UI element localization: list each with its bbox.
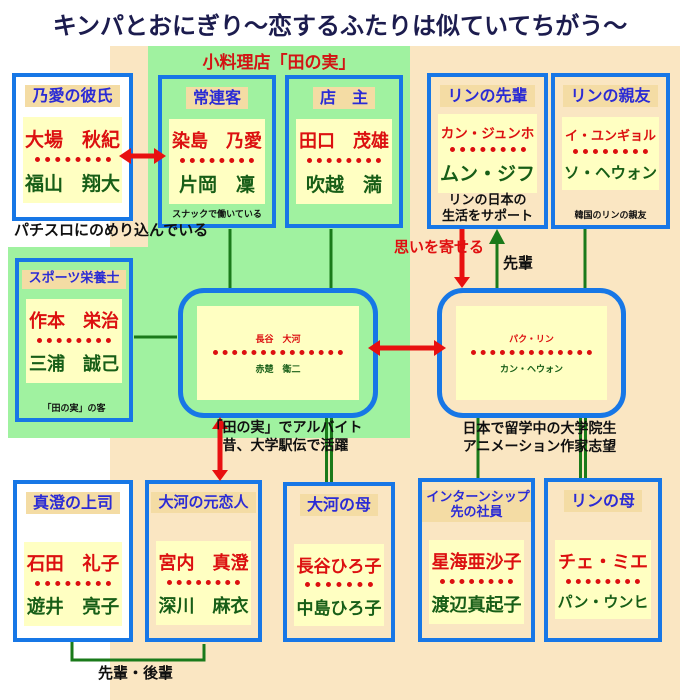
card-shop-owner: 店 主 田口 茂雄 吹越 満 [285,75,403,228]
page-title: キンパとおにぎり〜恋するふたりは似ていてちがう〜 [52,12,628,40]
card-rin: パク・リン カン・ヘウォン [437,288,626,418]
restaurant-label: 小料理店「田の実」 [202,53,356,73]
name-panel: パク・リン カン・ヘウォン [456,306,607,400]
name-panel: 石田 礼子 遊井 亮子 [24,542,122,627]
dotted-divider [180,158,254,164]
dotted-divider [37,337,111,343]
character-name: イ・ユンギョル [564,129,656,145]
card-rin-senior: リンの先輩 カン・ジュンホ ムン・ジフ リンの日本の 生活をサポート [427,73,548,229]
name-panel: 染島 乃愛 片岡 凜 [169,119,265,205]
role-label: 店 主 [312,87,375,110]
dotted-divider [573,149,648,155]
character-name: 大場 秋紀 [25,129,121,152]
label-senpai: 先輩 [503,254,534,272]
name-panel: 作本 栄治 三浦 誠己 [26,298,122,383]
name-panel: 田口 茂雄 吹越 満 [296,119,392,205]
role-label: 大河の母 [299,494,378,517]
role-label: リンの先輩 [440,85,535,108]
actor-name: ムン・ジフ [440,163,536,186]
card-taiga: 長谷 大河 赤楚 衛二 [178,288,378,418]
character-name: パク・リン [509,334,554,345]
actor-name: 片岡 凜 [178,174,255,197]
card-nutritionist: スポーツ栄養士 作本 栄治 三浦 誠己 「田の実」の客 [15,258,133,422]
card-note: リンの日本の 生活をサポート [441,193,533,224]
dotted-divider [471,349,592,355]
character-name: チェ・ミエ [558,552,648,574]
name-panel: 星海亜沙子 渡辺真起子 [429,539,524,624]
character-name: 長谷 大河 [255,334,301,345]
card-note: 「田の実」の客 [42,404,106,415]
actor-name: 深川 麻衣 [158,596,249,618]
name-panel: 長谷ひろ子 中島ひろ子 [294,544,384,627]
name-panel: イ・ユンギョル ソ・ヘウォン [562,117,659,191]
name-panel: 宮内 真澄 深川 麻衣 [156,541,251,626]
dotted-divider [34,157,111,163]
note-taiga: 「田の実」でアルバイト 昔、大学駅伝で活躍 [208,420,363,455]
actor-name: 三浦 誠己 [29,353,119,375]
character-name: カン・ジュンホ [440,126,535,143]
dotted-divider [304,582,374,588]
label-senpai-kouhai: 先輩・後輩 [98,664,174,682]
actor-name: パン・ウンヒ [557,593,649,612]
dotted-divider [307,158,381,164]
dotted-divider [167,580,240,586]
actor-name: 赤楚 衛二 [255,364,301,375]
role-label: スポーツ栄養士 [21,270,127,289]
dotted-divider [449,147,526,153]
role-label: 乃愛の彼氏 [25,85,120,108]
dotted-divider [35,581,111,587]
actor-name: 福山 翔大 [25,173,121,196]
card-intern-employee: インターンシップ 先の社員 星海亜沙子 渡辺真起子 [418,478,535,642]
card-note: 韓国のリンの親友 [574,211,647,222]
actor-name: 吹越 満 [305,174,382,197]
card-regular-customer: 常連客 染島 乃愛 片岡 凜 スナックで働いている [158,75,276,228]
actor-name: 渡辺真起子 [431,594,522,616]
note-pachislo: パチスロにのめり込んでいる [14,221,209,239]
card-noa-boyfriend: 乃愛の彼氏 大場 秋紀 福山 翔大 [12,73,133,221]
card-rin-mother: リンの母 チェ・ミエ パン・ウンヒ [544,478,662,642]
character-name: 長谷ひろ子 [296,557,382,578]
note-rin: 日本で留学中の大学院生 アニメーション作家志望 [462,421,617,456]
name-panel: 大場 秋紀 福山 翔大 [23,117,122,204]
role-label: 大河の元恋人 [151,492,256,514]
actor-name: カン・ヘウォン [499,364,563,375]
name-panel: 長谷 大河 赤楚 衛二 [197,306,359,400]
character-name: 星海亜沙子 [431,551,522,573]
role-label: インターンシップ 先の社員 [422,490,531,522]
character-name: 作本 栄治 [29,310,119,332]
character-name: 田口 茂雄 [299,131,389,153]
actor-name: 遊井 亮子 [26,597,120,619]
character-name: 宮内 真澄 [158,553,249,575]
label-omoi-wo-yoseru: 思いを寄せる [394,238,485,256]
actor-name: ソ・ヘウォン [564,164,658,183]
card-taiga-mother: 大河の母 長谷ひろ子 中島ひろ子 [283,482,395,642]
role-label: リンの母 [563,490,642,513]
character-name: 石田 礼子 [26,554,120,576]
dotted-divider [566,579,640,585]
name-panel: カン・ジュンホ ムン・ジフ [438,114,537,194]
card-note: スナックで働いている [172,210,262,221]
card-masumi-boss: 真澄の上司 石田 礼子 遊井 亮子 [13,480,133,642]
card-rin-friend: リンの親友 イ・ユンギョル ソ・ヘウォン 韓国のリンの親友 [551,73,670,229]
dotted-divider [440,578,513,584]
actor-name: 中島ひろ子 [296,599,382,620]
character-name: 染島 乃愛 [172,131,262,153]
role-label: 真澄の上司 [25,492,120,515]
name-panel: チェ・ミエ パン・ウンヒ [555,540,651,620]
role-label: リンの親友 [563,85,658,108]
dotted-divider [213,349,343,355]
role-label: 常連客 [185,87,248,110]
card-taiga-ex: 大河の元恋人 宮内 真澄 深川 麻衣 [145,480,262,642]
